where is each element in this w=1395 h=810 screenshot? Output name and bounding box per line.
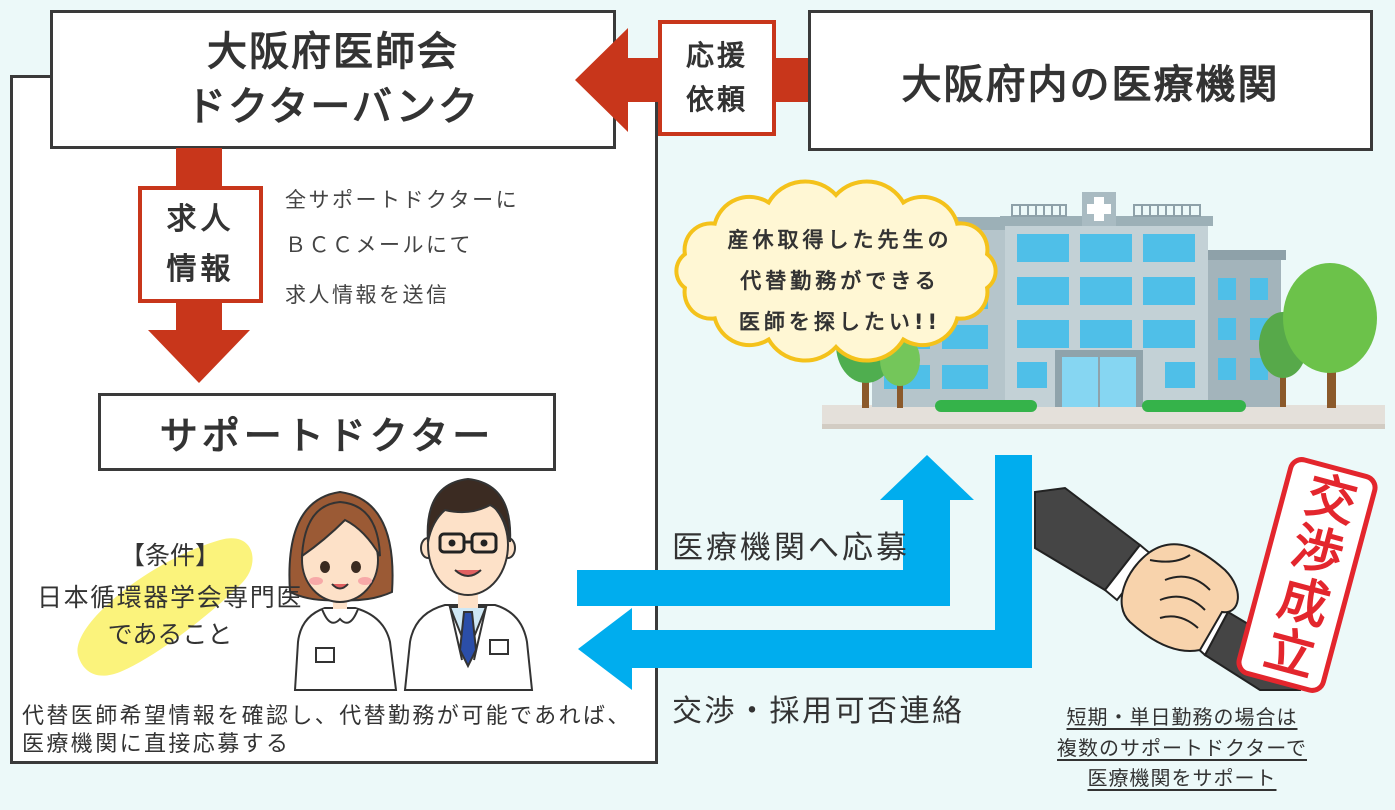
support-request-line2: 依頼	[685, 83, 748, 116]
medical-institutions-box: 大阪府内の医療機関	[808, 10, 1373, 151]
email-note-line1: 全サポートドクターに	[285, 188, 520, 212]
apply-arrow-label: 医療機関へ応募	[672, 530, 910, 566]
hospital-cross-icon	[1082, 192, 1116, 226]
job-info-line2: 情報	[166, 251, 235, 287]
tree-right	[1259, 263, 1377, 408]
speech-cloud	[674, 179, 998, 363]
condition-heading: 【条件】	[119, 541, 220, 570]
footnote: 短期・単日勤務の場合は 複数のサポートドクターで 医療機関をサポート	[1032, 702, 1332, 794]
support-doctor-box: サポートドクター	[98, 393, 556, 471]
procedure-note-line1: 代替医師希望情報を確認し、代替勤務が可能であれば、	[22, 704, 632, 729]
procedure-note-line2: 医療機関に直接応募する	[22, 732, 291, 757]
roof-railing	[1011, 204, 1201, 217]
doctor-illustration	[403, 477, 534, 691]
request-bubble-line3: 医師を探したい!!	[738, 310, 942, 334]
reply-arrow-label: 交渉・採用可否連絡	[672, 694, 965, 729]
job-info-line1: 求人	[166, 201, 235, 237]
condition-line1: 日本循環器学会専門医	[36, 583, 303, 612]
medical-institutions-title: 大阪府内の医療機関	[901, 61, 1280, 108]
doctor-bank-title-box: 大阪府医師会 ドクターバンク	[50, 10, 616, 149]
support-doctor-title: サポートドクター	[159, 413, 495, 458]
job-info-label: 求人 情報	[138, 186, 263, 303]
condition-highlight	[77, 538, 253, 676]
request-bubble-line2: 代替勤務ができる	[740, 269, 940, 293]
support-request-label: 応援 依頼	[658, 20, 776, 136]
doctor-bank-title-line1: 大阪府医師会	[207, 28, 459, 75]
request-bubble-line1: 産休取得した先生の	[727, 228, 953, 252]
footnote-line1: 短期・単日勤務の場合は	[1066, 705, 1298, 729]
email-note-line3: 求人情報を送信	[285, 283, 450, 307]
apply-arrow	[577, 455, 974, 606]
condition-line2: であること	[107, 620, 233, 649]
footnote-line2: 複数のサポートドクターで	[1057, 735, 1307, 760]
hospital-entrance	[1055, 350, 1143, 407]
support-request-line1: 応援	[685, 39, 748, 72]
footnote-line3: 医療機関をサポート	[1087, 766, 1277, 790]
request-bubble-text: 産休取得した先生の 代替勤務ができる 医師を探したい!!	[700, 220, 980, 343]
ground	[822, 405, 1385, 427]
doctor-bank-title-line2: ドクターバンク	[186, 83, 480, 130]
nurse-illustration	[288, 490, 398, 691]
reply-arrow	[578, 455, 1032, 690]
doctor-tie	[458, 611, 478, 669]
nurse-uniform	[293, 607, 398, 691]
doctor-hair	[426, 477, 512, 543]
glasses-icon	[438, 532, 498, 554]
job-info-arrow	[148, 148, 250, 383]
email-note-line2: ＢＣＣメールにて	[285, 233, 473, 257]
